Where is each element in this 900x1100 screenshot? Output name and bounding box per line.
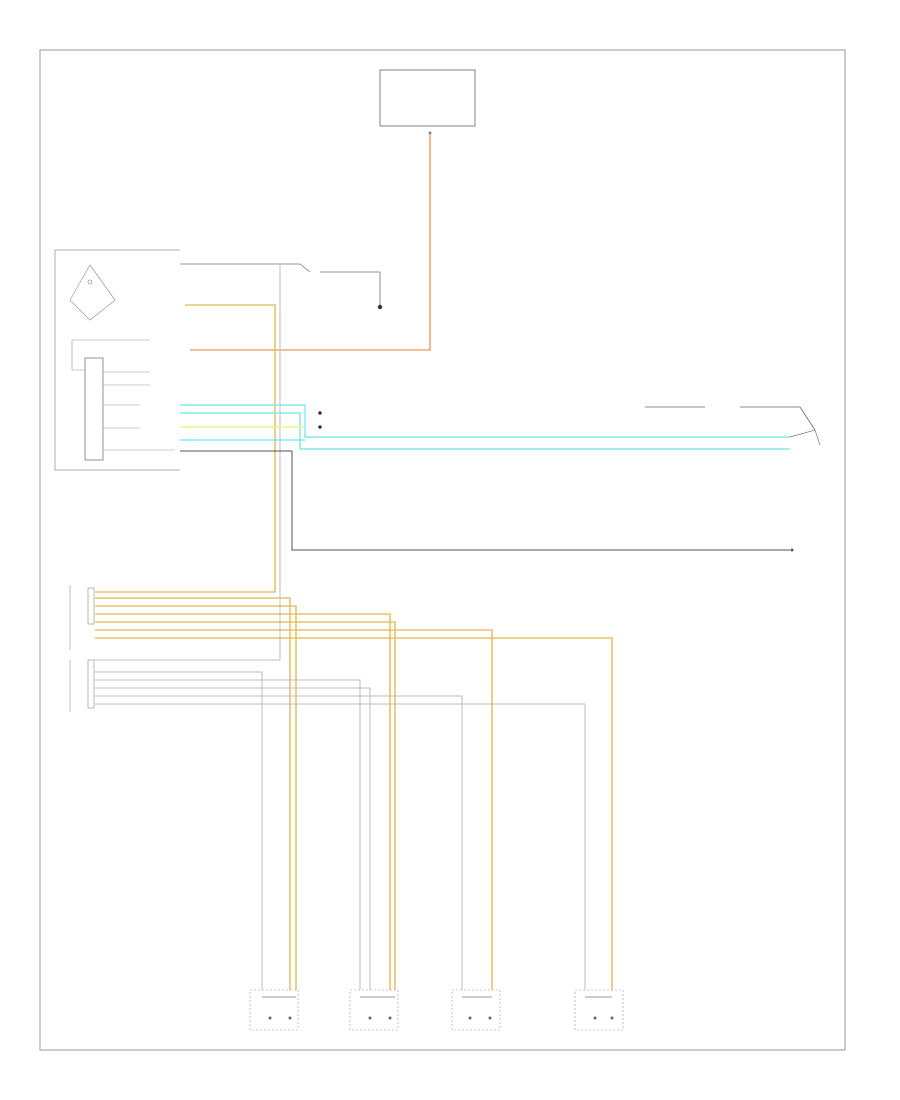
fuse-box	[379, 69, 476, 135]
center-relay	[95, 263, 383, 661]
gray-solenoid-wires	[95, 671, 586, 990]
solenoid-2	[349, 989, 399, 1031]
tan-solenoid-wires	[95, 597, 613, 990]
wire-orange-power	[190, 134, 431, 351]
park-brake-wires	[180, 404, 821, 450]
wire-dark-pressure	[180, 450, 790, 551]
solenoid-4	[574, 989, 624, 1031]
diagram-frame	[39, 49, 846, 1051]
wire-tan-main	[95, 304, 276, 593]
neutral-switch	[54, 249, 180, 471]
selector-switch	[69, 585, 95, 712]
solenoid-1	[249, 989, 299, 1031]
solenoid-3	[451, 989, 501, 1031]
